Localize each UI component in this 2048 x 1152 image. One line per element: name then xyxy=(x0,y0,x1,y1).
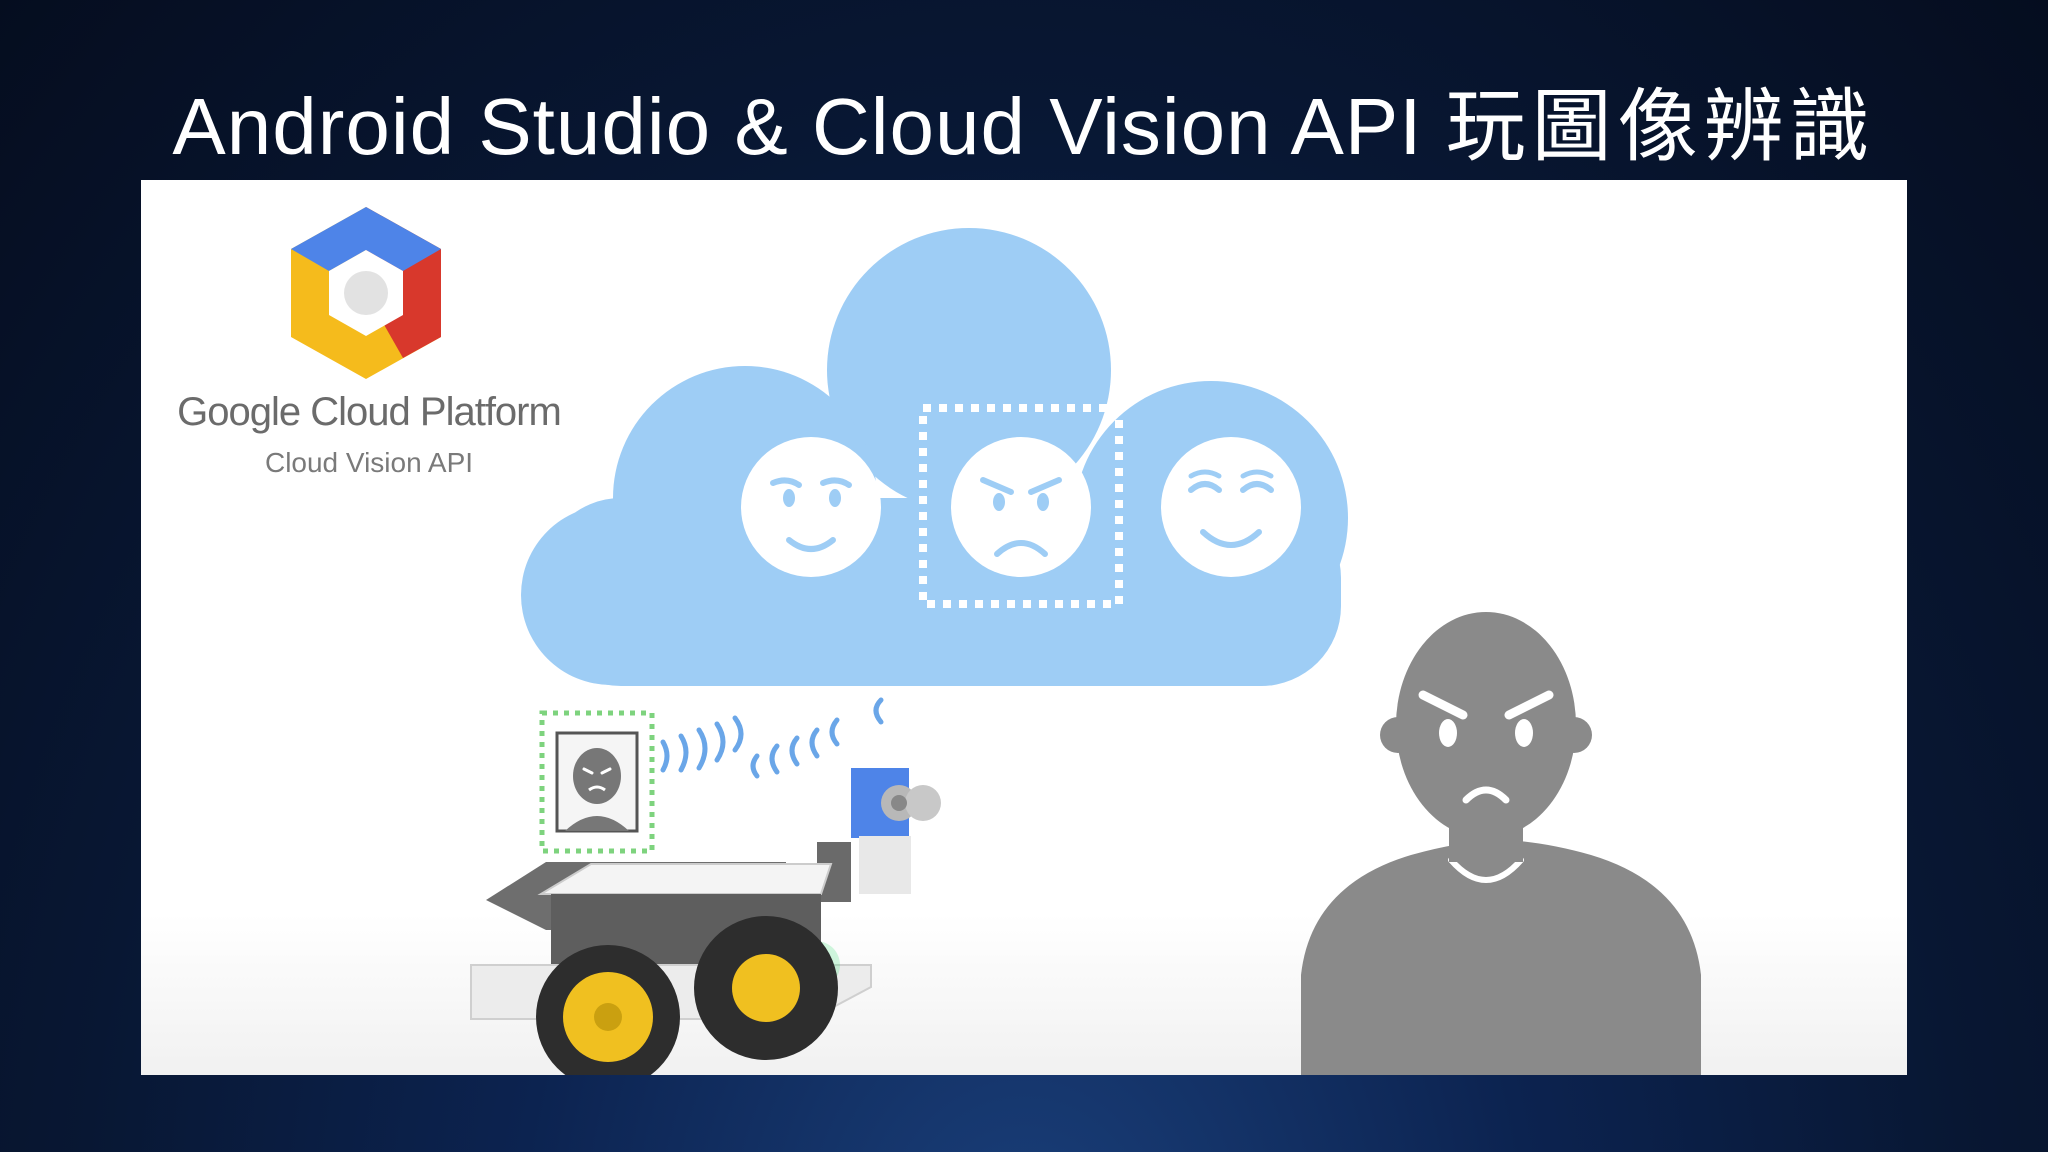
illustration-panel: Google Cloud Platform Cloud Vision API xyxy=(141,180,1907,1075)
cloud-vision-api-label: Cloud Vision API xyxy=(264,447,474,478)
smirk-face-icon xyxy=(741,437,881,577)
robot-car-icon xyxy=(470,768,941,1075)
gcp-brand-text: Google Cloud Platform xyxy=(177,390,562,434)
slide-title-latin: Android Studio & Cloud Vision API xyxy=(172,82,1423,171)
smiling-face-icon xyxy=(1161,437,1301,577)
slide-title: Android Studio & Cloud Vision API 玩圖像辨識 xyxy=(0,62,2048,178)
angry-person-icon xyxy=(1301,612,1701,1075)
angry-face-icon xyxy=(919,404,1123,608)
slide-title-cjk: 玩圖像辨識 xyxy=(1445,80,1876,173)
cloud-shape xyxy=(521,228,1348,686)
captured-face-photo xyxy=(539,710,655,854)
signal-waves-icon xyxy=(660,697,884,779)
google-cloud-platform-icon xyxy=(291,207,441,379)
illustration-svg xyxy=(291,207,1701,1075)
